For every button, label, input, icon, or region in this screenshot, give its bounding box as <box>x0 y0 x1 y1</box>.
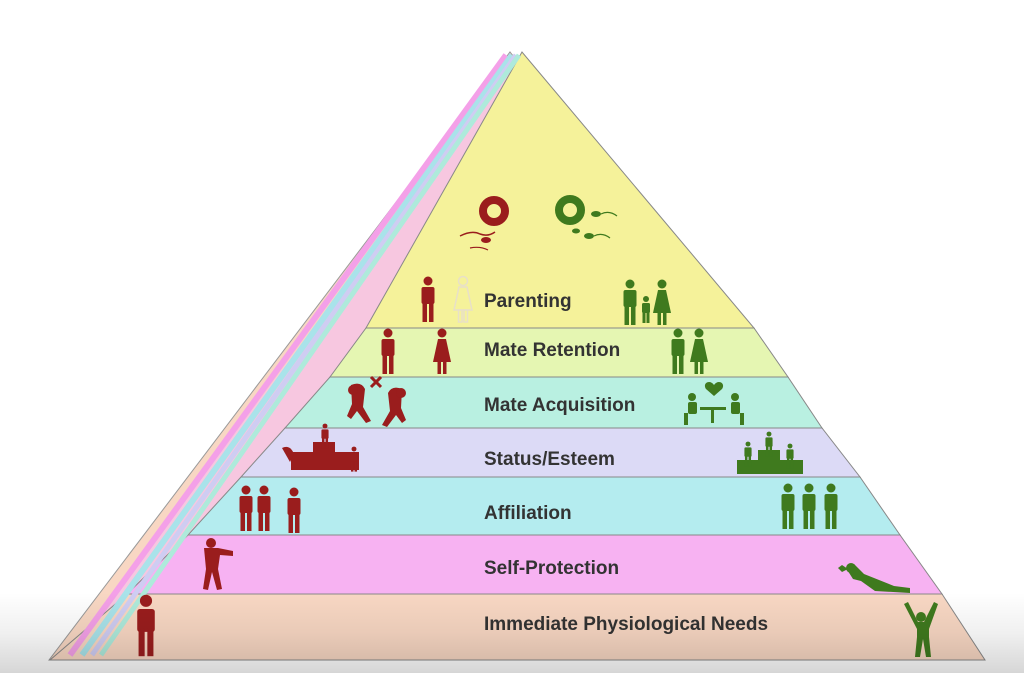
level-label-status-esteem: Status/Esteem <box>484 449 615 470</box>
relaxed-figure-icon <box>838 563 910 593</box>
level-parenting <box>365 51 756 329</box>
threat-figure-icon <box>203 538 233 590</box>
level-label-physiological: Immediate Physiological Needs <box>484 614 768 635</box>
left-edge-strips <box>67 53 522 657</box>
person-arms-raised-icon <box>904 602 938 657</box>
high-status-podium-icon <box>737 431 803 474</box>
level-label-self-protection: Self-Protection <box>484 558 619 579</box>
egg-sperm-green-icon <box>555 195 618 239</box>
level-label-parenting: Parenting <box>484 291 572 312</box>
low-status-podium-icon <box>282 423 359 472</box>
date-heart-icon <box>684 382 744 425</box>
parent-alone-icon <box>421 275 473 323</box>
egg-sperm-red-icon <box>459 196 509 251</box>
level-label-mate-acquisition: Mate Acquisition <box>484 395 635 416</box>
level-label-mate-retention: Mate Retention <box>484 340 620 361</box>
rejection-icon <box>347 375 406 427</box>
level-label-affiliation: Affiliation <box>484 503 572 524</box>
